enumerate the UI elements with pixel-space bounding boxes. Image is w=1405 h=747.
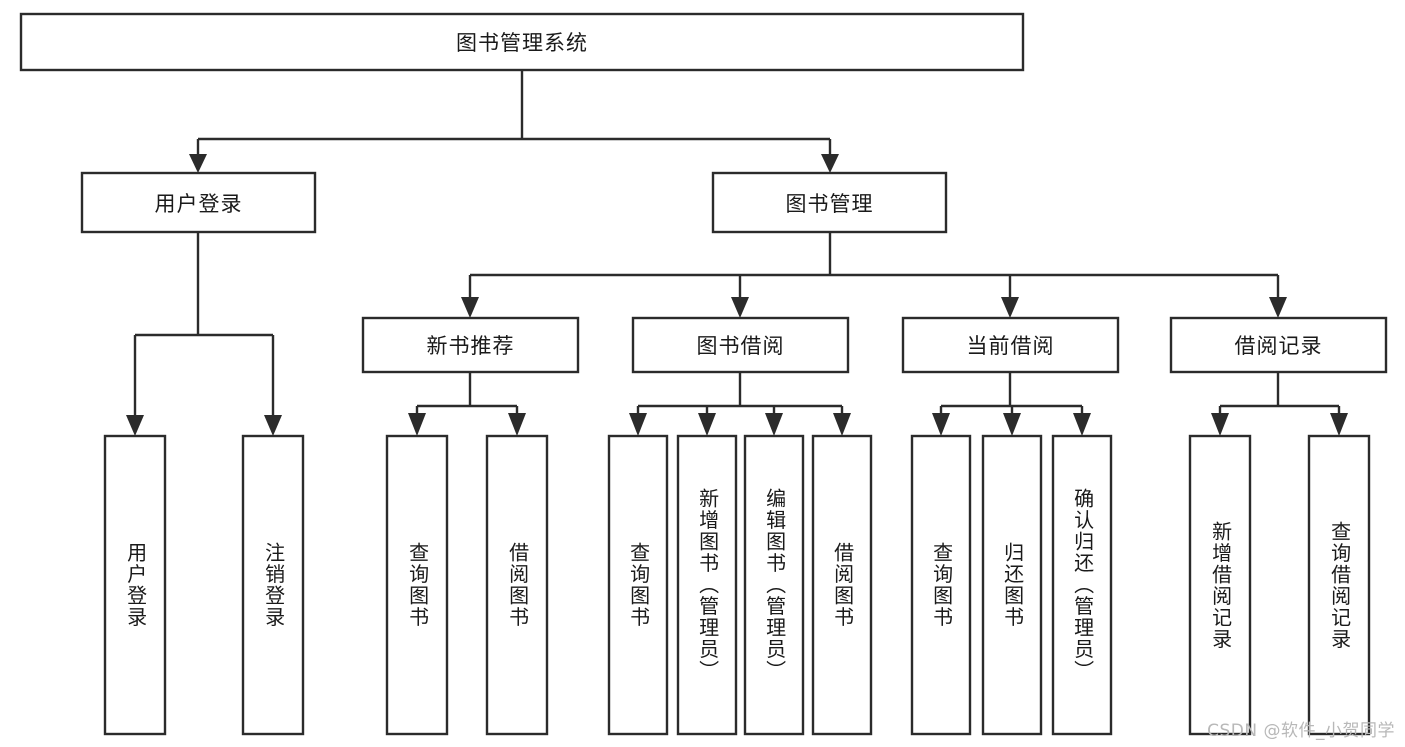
node-box-leaf-logout-login[interactable]	[241, 434, 305, 736]
node-box-book-borrow[interactable]	[631, 316, 850, 374]
node-box-leaf-confirm-return[interactable]	[1051, 434, 1113, 736]
node-box-new-book-recommend[interactable]	[361, 316, 580, 374]
node-box-leaf-return-book[interactable]	[981, 434, 1043, 736]
arrowhead-current-borrow	[1001, 297, 1019, 318]
arrowhead-leaf-add-record	[1211, 413, 1229, 436]
arrowhead-leaf-query-record	[1330, 413, 1348, 436]
node-box-book-manage[interactable]	[711, 171, 948, 234]
node-box-leaf-query-book-2[interactable]	[607, 434, 669, 736]
watermark-text: CSDN @软件_小贺同学	[1207, 721, 1395, 741]
node-box-user-login[interactable]	[80, 171, 317, 234]
arrowhead-borrow-record	[1269, 297, 1287, 318]
arrowhead-leaf-query-book-3	[932, 413, 950, 436]
arrowhead-leaf-query-book-2	[629, 413, 647, 436]
node-box-leaf-query-record[interactable]	[1307, 434, 1371, 736]
node-box-root[interactable]	[19, 12, 1025, 72]
arrowhead-leaf-borrow-book-2	[833, 413, 851, 436]
node-box-leaf-user-login[interactable]	[103, 434, 167, 736]
arrowhead-new-book-recommend	[461, 297, 479, 318]
arrowhead-leaf-logout-login	[264, 415, 282, 436]
node-box-leaf-add-record[interactable]	[1188, 434, 1252, 736]
node-box-current-borrow[interactable]	[901, 316, 1120, 374]
arrowhead-leaf-borrow-book-1	[508, 413, 526, 436]
arrowhead-leaf-user-login	[126, 415, 144, 436]
node-box-leaf-query-book-3[interactable]	[910, 434, 972, 736]
node-box-leaf-add-book[interactable]	[676, 434, 738, 736]
arrowhead-leaf-return-book	[1003, 413, 1021, 436]
arrowhead-user-login	[189, 154, 207, 173]
arrowhead-book-manage	[821, 154, 839, 173]
node-box-leaf-edit-book[interactable]	[743, 434, 805, 736]
node-box-leaf-borrow-book-2[interactable]	[811, 434, 873, 736]
node-box-borrow-record[interactable]	[1169, 316, 1388, 374]
arrowhead-leaf-add-book	[698, 413, 716, 436]
node-box-leaf-borrow-book-1[interactable]	[485, 434, 549, 736]
arrowhead-leaf-confirm-return	[1073, 413, 1091, 436]
arrowhead-leaf-query-book-1	[408, 413, 426, 436]
arrowhead-book-borrow	[731, 297, 749, 318]
arrowhead-leaf-edit-book	[765, 413, 783, 436]
node-box-leaf-query-book-1[interactable]	[385, 434, 449, 736]
